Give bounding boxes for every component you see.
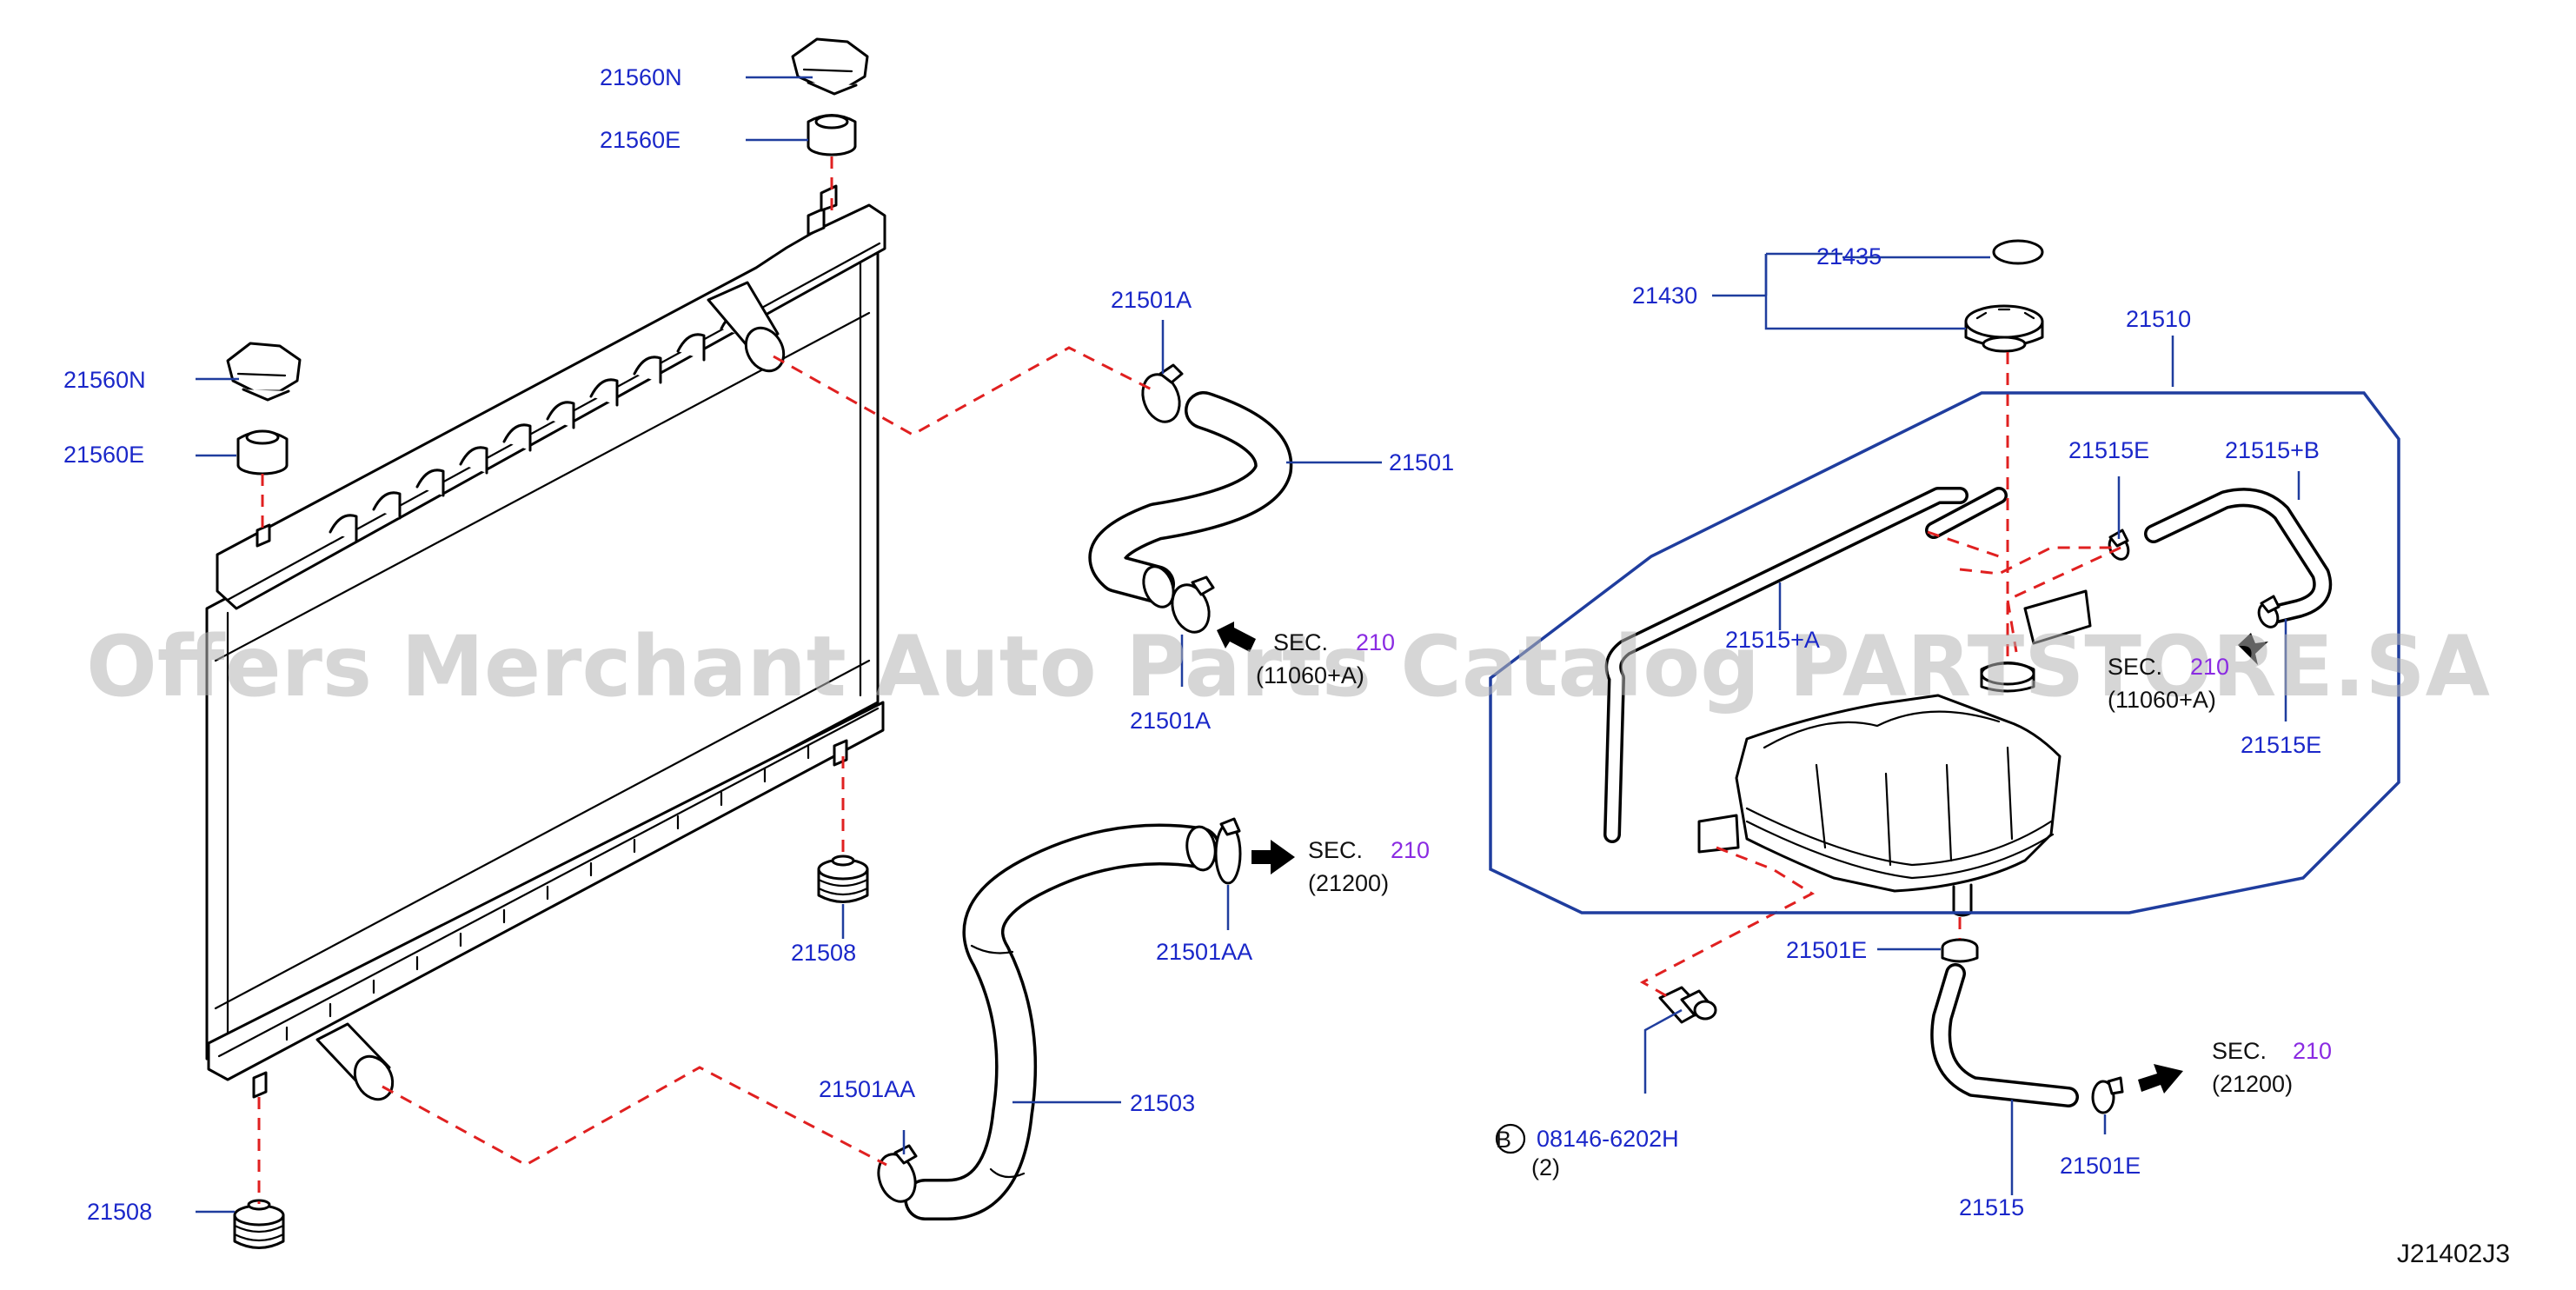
callout-21508-bottom[interactable]: 21508 <box>87 1199 152 1225</box>
radiator-cap-left[interactable] <box>226 342 302 402</box>
callout-21501E-bottom[interactable]: 21501E <box>2060 1153 2141 1179</box>
callout-21515B[interactable]: 21515+B <box>2225 437 2320 463</box>
hose-clamp-lower[interactable] <box>1166 575 1216 637</box>
callout-21515E-top[interactable]: 21515E <box>2068 437 2149 463</box>
hose-clamp-21501AA-right[interactable] <box>1214 817 1242 885</box>
arrow-icon-sec2 <box>1251 840 1295 874</box>
arrow-icon-sec4 <box>2138 1064 2183 1094</box>
callout-21515E-right[interactable]: 21515E <box>2241 732 2321 758</box>
sec-ref: (11060+A) <box>2108 687 2216 713</box>
mount-bushing-bottom[interactable] <box>233 1199 285 1249</box>
callout-08146-quantity: (2) <box>1531 1154 1560 1180</box>
sec-ref: (21200) <box>1308 870 1389 896</box>
sec-number: 210 <box>2293 1038 2332 1064</box>
callout-08146-6202H[interactable]: 08146-6202H <box>1537 1126 1679 1152</box>
sec-number: 210 <box>2190 654 2229 680</box>
callout-21501E-top[interactable]: 21501E <box>1786 937 1867 963</box>
sec-ref-1[interactable]: SEC. 210 (11060+A) <box>1256 629 1395 688</box>
callout-21508-mid[interactable]: 21508 <box>791 940 856 966</box>
sec-prefix: SEC. <box>2212 1038 2267 1064</box>
mount-bushing-mid[interactable] <box>817 854 869 903</box>
callout-21501AA-right[interactable]: 21501AA <box>1156 939 1252 965</box>
callout-21501A-top[interactable]: 21501A <box>1111 287 1192 313</box>
callout-21503[interactable]: 21503 <box>1130 1090 1195 1116</box>
sec-ref: (21200) <box>2212 1071 2293 1097</box>
hose-clamp-21501E-bottom[interactable] <box>2091 1076 2124 1114</box>
lower-hose[interactable] <box>904 823 1220 1220</box>
reservoir-tank[interactable] <box>1697 662 2061 917</box>
hose-21515[interactable] <box>1930 963 2079 1107</box>
callout-21501[interactable]: 21501 <box>1389 449 1454 475</box>
reservoir-bracket-tab <box>2023 589 2092 645</box>
hose-clamp-21501E-top[interactable] <box>1941 938 1979 963</box>
bolt-badge-circle <box>1495 1123 1526 1154</box>
bushing-top[interactable] <box>807 114 857 156</box>
callout-21560N-top[interactable]: 21560N <box>600 64 682 90</box>
upper-hose[interactable] <box>1088 391 1293 611</box>
callout-21560N-left[interactable]: 21560N <box>63 367 146 393</box>
sec-ref-3[interactable]: SEC. 210 (11060+A) <box>2108 654 2229 713</box>
sec-ref-4[interactable]: SEC. 210 (21200) <box>2212 1038 2332 1097</box>
sec-prefix: SEC. <box>2108 654 2162 680</box>
callout-21515[interactable]: 21515 <box>1959 1194 2024 1220</box>
arrow-icon-sec1 <box>1217 622 1256 652</box>
callout-21560E-left[interactable]: 21560E <box>63 442 144 468</box>
sec-arrows <box>1217 622 2268 1094</box>
callout-21560E-top[interactable]: 21560E <box>600 127 681 153</box>
reservoir-cap[interactable] <box>1964 304 2044 353</box>
arrow-icon-sec3 <box>2238 633 2268 665</box>
sec-number: 210 <box>1356 629 1395 655</box>
watermark-text: Offers Merchant Auto Parts Catalog PARTS… <box>86 618 2490 715</box>
callout-labels: 21560N 21560E 21560N 21560E 21501A 21501… <box>63 64 2321 1225</box>
radiator-core-fins <box>214 259 871 1049</box>
bolt-08146[interactable] <box>1658 986 1717 1024</box>
leader-lines <box>196 76 2300 1214</box>
sec-prefix: SEC. <box>1273 629 1328 655</box>
connection-lines <box>257 156 2121 1204</box>
callout-21515A[interactable]: 21515+A <box>1725 627 1820 653</box>
sec-ref: (11060+A) <box>1256 662 1364 688</box>
sec-ref-2[interactable]: SEC. 210 (21200) <box>1308 837 1430 896</box>
cap-gasket[interactable] <box>1992 239 2044 265</box>
callout-21501AA-left[interactable]: 21501AA <box>819 1076 915 1102</box>
assembly-outline-21510 <box>1489 391 2400 914</box>
hose-clamp-upper[interactable] <box>1137 363 1186 427</box>
overflow-tube-21515A[interactable] <box>1603 487 2008 843</box>
sec-number: 210 <box>1391 837 1430 863</box>
hose-21515B[interactable] <box>2144 488 2333 623</box>
radiator[interactable] <box>205 184 886 1107</box>
callout-21430[interactable]: 21430 <box>1632 283 1697 309</box>
diagram-code: J21402J3 <box>2397 1240 2510 1268</box>
hose-clamp-21515E-right[interactable] <box>2255 595 2281 630</box>
callout-21435[interactable]: 21435 <box>1816 243 1882 269</box>
sec-prefix: SEC. <box>1308 837 1363 863</box>
lower-tank-teeth <box>285 744 810 1041</box>
callout-21510[interactable]: 21510 <box>2126 306 2191 332</box>
bolt-badge-letter: B <box>1496 1127 1511 1153</box>
radiator-cap-top[interactable] <box>791 37 869 96</box>
bushing-left[interactable] <box>236 429 289 475</box>
callout-21501A-bottom[interactable]: 21501A <box>1130 708 1211 734</box>
